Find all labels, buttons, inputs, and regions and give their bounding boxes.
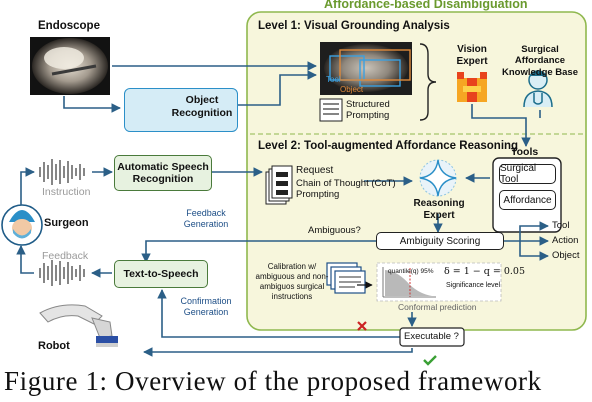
- ambiguity-scoring-box: Ambiguity Scoring: [376, 232, 504, 250]
- output-object: Object: [552, 250, 580, 261]
- conformal-label: Conformal prediction: [398, 302, 477, 312]
- prompt-document-icon: [319, 98, 343, 122]
- request-label: Request: [296, 165, 334, 176]
- calibration-stack-icon: [326, 262, 366, 294]
- formula-label: δ = 1 − q = 0.05: [444, 266, 525, 277]
- object-recognition-box: [124, 88, 238, 132]
- instruction-wave-icon: [39, 159, 85, 185]
- tool-item-affordance: Affordance: [499, 190, 556, 210]
- grouping-brace: [419, 43, 437, 121]
- confirmation-generation-label: Confirmation Generation: [180, 296, 232, 317]
- surgeon-avatar-icon: [1, 204, 43, 246]
- check-icon: [423, 355, 437, 366]
- endoscope-image: [30, 37, 110, 95]
- surgeon-label: Surgeon: [44, 217, 89, 229]
- flow-arrows: [16, 61, 549, 357]
- cot-label: Chain of Thought (CoT) Prompting: [296, 178, 396, 201]
- output-tool: Tool: [552, 220, 570, 231]
- calibration-label: Calibration w/ ambiguous and non-ambiguo…: [255, 262, 329, 301]
- asr-box: Automatic Speech Recognition: [114, 155, 212, 191]
- knowledge-base-label: Surgical Affordance Knowledge Base: [501, 44, 579, 78]
- output-action: Action: [552, 235, 579, 246]
- object-recognition-label: Object Recognition: [171, 94, 233, 120]
- grounding-image: [320, 42, 412, 95]
- ambiguous-label: Ambiguous?: [308, 225, 361, 236]
- executable-box: [399, 327, 465, 347]
- feedback-generation-label: Feedback Generation: [183, 208, 229, 229]
- structured-prompting-label: Structured Prompting: [346, 99, 390, 122]
- stacked-documents-icon: [265, 165, 293, 205]
- cross-icon: [357, 321, 367, 331]
- instruction-label: Instruction: [42, 186, 91, 198]
- executable-label: Executable ?: [404, 331, 459, 342]
- distribution-plot-icon: [376, 262, 502, 302]
- reasoning-star-icon: [419, 159, 457, 197]
- robot-arm-image: [39, 304, 118, 347]
- tool-item-surgical-tool: Surgical Tool: [499, 163, 556, 185]
- vision-expert-logo-icon: [457, 72, 487, 102]
- quantile-label: quantile(q) 95%: [388, 268, 434, 275]
- figure-caption: Figure 1: Overview of the proposed frame…: [4, 366, 542, 396]
- reasoning-expert-label: Reasoning Expert: [413, 198, 465, 221]
- panel-title: Affordance-based Disambiguation: [324, 0, 528, 11]
- feedback-label: Feedback: [42, 250, 89, 262]
- endoscope-label: Endoscope: [38, 20, 100, 32]
- vision-expert-label: Vision Expert: [456, 44, 488, 67]
- significance-label: Significance level: [446, 282, 501, 289]
- tts-box: Text-to-Speech: [114, 260, 208, 288]
- level2-title: Level 2: Tool-augmented Affordance Reaso…: [258, 140, 519, 152]
- tools-title: Tools: [511, 146, 539, 158]
- doctor-icon: [523, 70, 553, 108]
- feedback-wave-icon: [39, 260, 85, 286]
- robot-label: Robot: [38, 340, 70, 352]
- object-tag: Object: [340, 85, 364, 94]
- level1-title: Level 1: Visual Grounding Analysis: [258, 20, 450, 32]
- tool-tag: Tool: [326, 75, 341, 84]
